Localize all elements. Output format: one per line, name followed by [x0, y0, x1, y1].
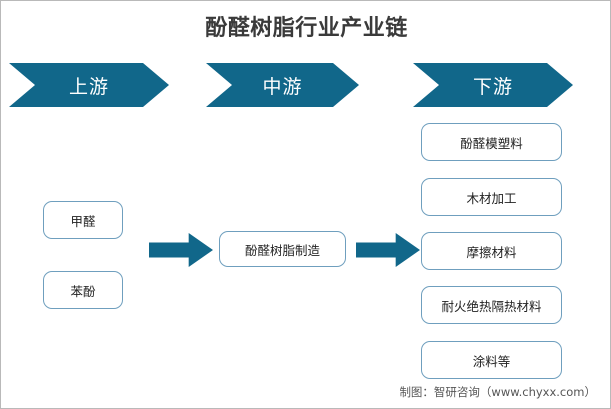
- downstream-node-label: 涂料等: [472, 353, 511, 369]
- downstream-node: 涂料等: [421, 341, 562, 379]
- page-title: 酚醛树脂行业产业链: [205, 16, 408, 41]
- midstream-node-label: 酚醛树脂制造: [244, 242, 320, 258]
- source-credit: 制图：智研咨询（www.chyxx.com）: [399, 385, 596, 399]
- stage-label-upstream: 上游: [68, 75, 109, 98]
- stage-label-downstream: 下游: [472, 75, 513, 98]
- stage-banner-upstream: 上游: [9, 63, 169, 107]
- downstream-node: 木材加工: [421, 178, 562, 216]
- downstream-node-label: 摩擦材料: [466, 244, 517, 260]
- downstream-node-label: 木材加工: [466, 190, 517, 206]
- flow-arrow-icon: [149, 233, 213, 267]
- flow-arrow-icon: [356, 233, 420, 267]
- upstream-node: 甲醛: [43, 201, 123, 239]
- stage-label-midstream: 中游: [262, 75, 303, 98]
- upstream-node-label: 甲醛: [70, 213, 96, 229]
- upstream-node: 苯酚: [43, 271, 123, 309]
- downstream-node-label: 耐火绝热隔热材料: [441, 298, 542, 314]
- downstream-node: 摩擦材料: [421, 232, 562, 270]
- downstream-node: 耐火绝热隔热材料: [421, 286, 562, 324]
- downstream-node: 酚醛模塑料: [421, 123, 562, 161]
- upstream-node-label: 苯酚: [70, 283, 96, 299]
- stage-banner-downstream: 下游: [413, 63, 573, 107]
- downstream-node-label: 酚醛模塑料: [460, 135, 523, 151]
- stage-banner-midstream: 中游: [206, 63, 359, 107]
- midstream-node: 酚醛树脂制造: [219, 231, 346, 267]
